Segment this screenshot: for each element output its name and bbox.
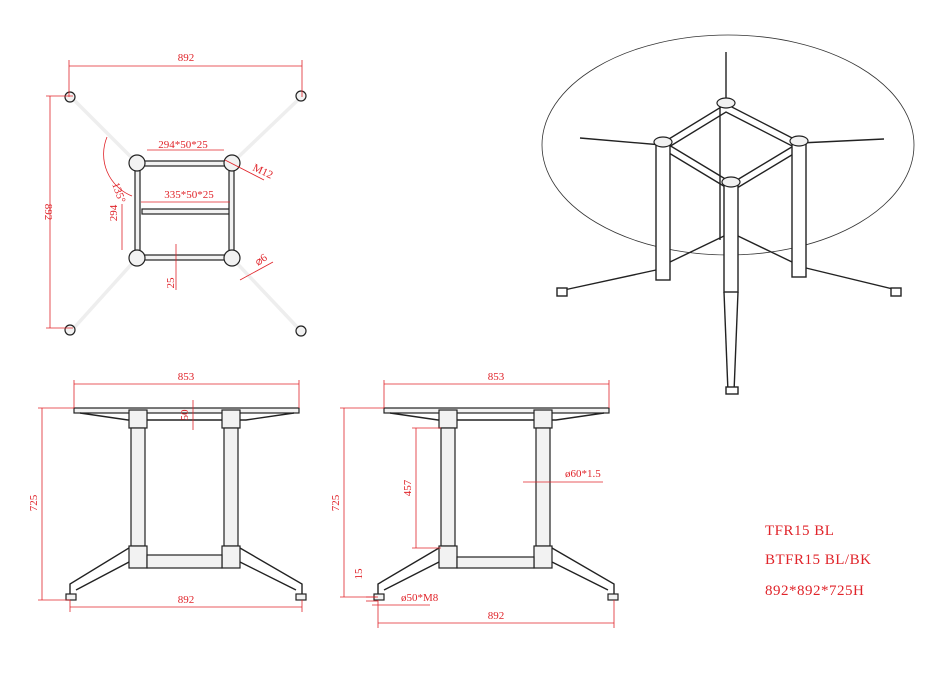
dimensions-label: 892*892*725H (765, 583, 865, 599)
bar-spacing-dimension: 294 (108, 204, 120, 221)
hole-dimension: ⌀6 (253, 251, 270, 268)
column-length-dimension: 457 (402, 479, 414, 496)
side-top-width-dimension: 853 (488, 371, 505, 383)
top-view-legs (64, 90, 307, 337)
front-height-dimension: 725 (28, 494, 40, 511)
tube-dimension: ø60*1.5 (565, 468, 601, 480)
plate-dimension: 50 (179, 409, 191, 421)
side-base-width-dimension: 892 (488, 610, 505, 622)
top-view-frame (128, 154, 241, 267)
foot-height-dimension: 15 (353, 568, 365, 580)
bar-thickness-dimension: 25 (165, 277, 177, 289)
front-top-width-dimension: 853 (178, 371, 195, 383)
long-bar-dimension: 335*50*25 (164, 189, 214, 201)
top-view: 892 892 294*50*25 335*50*25 135° 294 M12… (42, 52, 307, 337)
model-label: TFR15 BL (765, 523, 835, 539)
perspective-view (541, 34, 915, 395)
variant-label: BTFR15 BL/BK (765, 552, 872, 568)
top-width-dimension: 892 (178, 52, 195, 64)
bolt-dimension: M12 (251, 162, 275, 182)
front-view: 853 725 50 892 (28, 371, 307, 612)
top-depth-dimension: 892 (42, 204, 54, 221)
side-height-dimension: 725 (330, 494, 342, 511)
top-view-dimensions: 892 892 294*50*25 335*50*25 135° 294 M12… (42, 52, 303, 329)
short-bar-dimension: 294*50*25 (158, 139, 208, 151)
angle-dimension: 135° (109, 181, 127, 205)
foot-dimension: ø50*M8 (401, 592, 439, 604)
front-base-width-dimension: 892 (178, 594, 195, 606)
side-view: 853 725 457 ø60*1.5 15 ø50*M8 892 (330, 371, 619, 628)
